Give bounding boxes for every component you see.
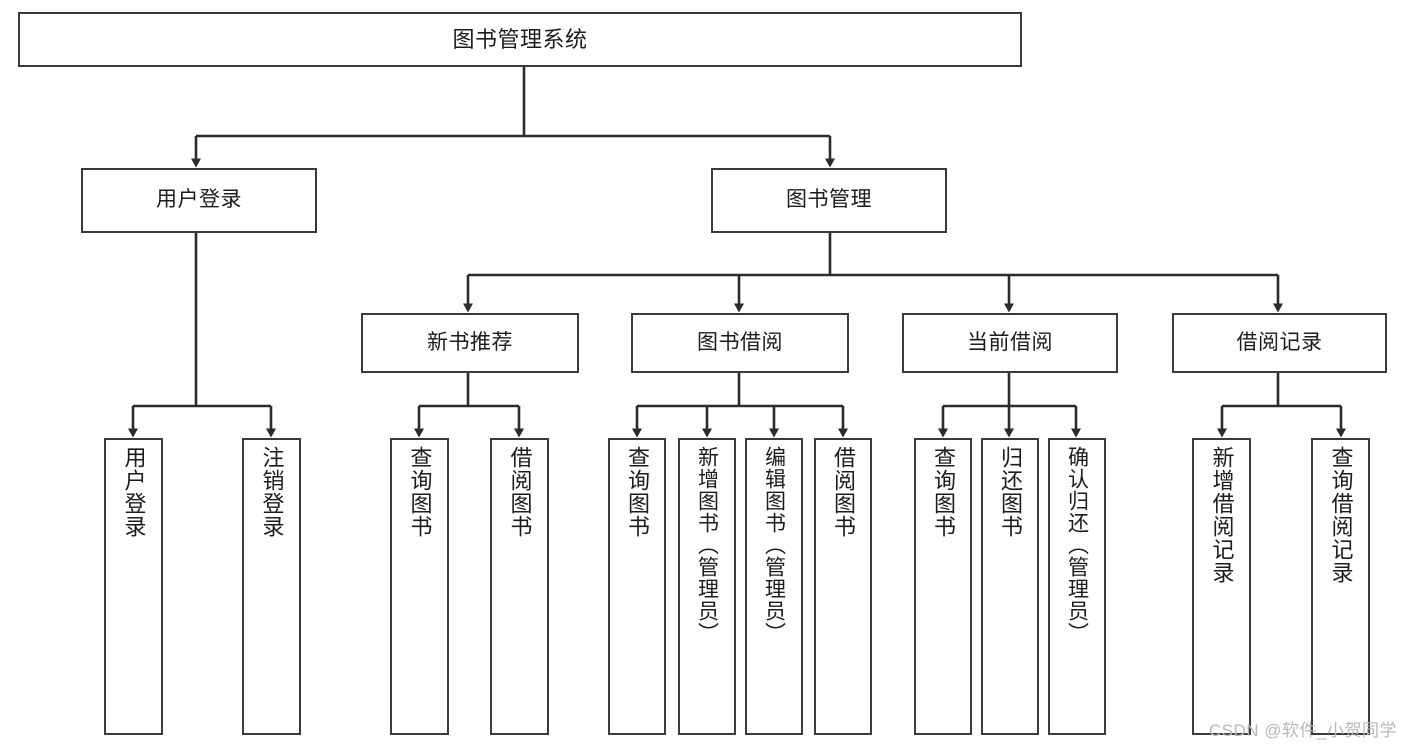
node-leaf-add-borrow-record[interactable]: 新增借阅记录 — [1192, 438, 1251, 735]
node-label: 图书管理系统 — [452, 26, 588, 52]
node-book-management[interactable]: 图书管理 — [711, 168, 947, 233]
node-leaf-query-books-current[interactable]: 查询图书 — [914, 438, 972, 735]
node-leaf-query-books-borrowing[interactable]: 查询图书 — [608, 438, 666, 735]
node-current-borrowing[interactable]: 当前借阅 — [902, 313, 1118, 373]
node-label: 编辑图书（管理员） — [762, 446, 786, 644]
node-borrowing-records[interactable]: 借阅记录 — [1172, 313, 1387, 373]
node-label: 新书推荐 — [427, 330, 513, 354]
node-label: 确认归还（管理员） — [1065, 446, 1089, 644]
node-book-borrowing[interactable]: 图书借阅 — [631, 313, 849, 373]
node-label: 用户登录 — [121, 446, 147, 538]
node-leaf-borrow-books-borrowing[interactable]: 借阅图书 — [814, 438, 872, 735]
node-label: 图书借阅 — [697, 330, 783, 354]
node-label: 归还图书 — [998, 446, 1023, 538]
node-label: 借阅图书 — [507, 446, 533, 538]
node-leaf-query-borrow-record[interactable]: 查询借阅记录 — [1311, 438, 1370, 735]
node-leaf-user-login[interactable]: 用户登录 — [104, 438, 163, 735]
node-new-book-recommendation[interactable]: 新书推荐 — [361, 313, 579, 373]
node-label: 新增借阅记录 — [1209, 446, 1235, 584]
node-label: 查询图书 — [407, 446, 433, 538]
node-leaf-borrow-books-recommendation[interactable]: 借阅图书 — [490, 438, 549, 735]
node-user-login[interactable]: 用户登录 — [81, 168, 317, 233]
watermark: CSDN @软件_小贺同学 — [1208, 721, 1397, 740]
node-root-book-management-system[interactable]: 图书管理系统 — [18, 12, 1022, 67]
node-label: 图书管理 — [786, 188, 872, 212]
node-label: 当前借阅 — [967, 330, 1053, 354]
node-label: 查询图书 — [931, 446, 956, 538]
node-leaf-query-books-recommendation[interactable]: 查询图书 — [390, 438, 449, 735]
node-label: 查询图书 — [625, 446, 650, 538]
node-label: 查询借阅记录 — [1328, 446, 1354, 584]
node-leaf-add-book-admin[interactable]: 新增图书（管理员） — [678, 438, 736, 735]
node-label: 新增图书（管理员） — [695, 446, 719, 644]
node-label: 用户登录 — [156, 188, 242, 212]
node-label: 借阅记录 — [1236, 330, 1323, 354]
node-leaf-edit-book-admin[interactable]: 编辑图书（管理员） — [745, 438, 803, 735]
node-leaf-confirm-return-admin[interactable]: 确认归还（管理员） — [1048, 438, 1106, 735]
node-label: 借阅图书 — [831, 446, 856, 538]
node-leaf-logout[interactable]: 注销登录 — [242, 438, 301, 735]
node-leaf-return-books[interactable]: 归还图书 — [981, 438, 1039, 735]
node-label: 注销登录 — [259, 446, 285, 538]
